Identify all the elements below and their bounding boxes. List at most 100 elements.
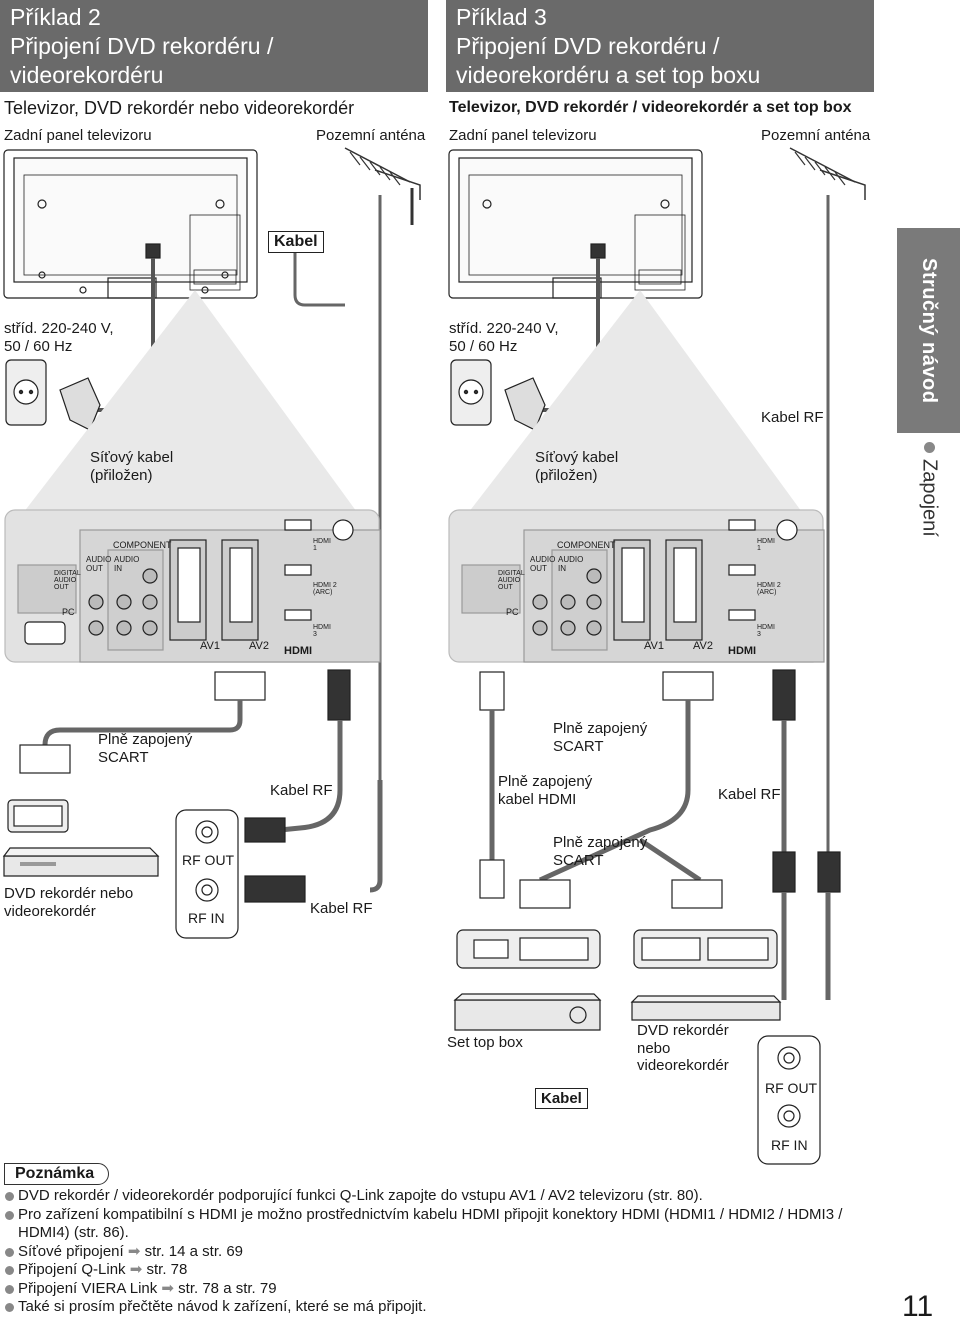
sidebar-tab-label: Stručný návod	[918, 257, 940, 404]
right-hdmi-cable	[479, 671, 505, 899]
right-scart-a-line1: Plně zapojený	[553, 720, 648, 737]
right-antenna	[789, 147, 866, 200]
set-top-box	[453, 993, 602, 1031]
notes-title: Poznámka	[4, 1163, 110, 1185]
right-digital-label: DIGITAL AUDIO OUT	[498, 570, 525, 591]
note-ref-page: str. 14 a str. 69	[144, 1242, 244, 1260]
left-device-line1: DVD rekordér nebo	[4, 885, 134, 902]
right-rf-cable-mid: Kabel RF	[718, 786, 781, 803]
right-power-plug	[450, 359, 546, 431]
left-av2-label: AV2	[249, 640, 269, 652]
note-item: Pro zařízení kompatibilní s HDMI je možn…	[4, 1206, 864, 1243]
right-heading-line3: videorekordéru a set top boxu	[456, 62, 761, 88]
left-power-line2: 50 / 60 Hz	[4, 338, 73, 355]
right-device-line3: videorekordér	[637, 1057, 729, 1074]
right-rf-in-label: RF IN	[771, 1137, 808, 1153]
note-ref-label: Připojení VIERA Link	[18, 1279, 158, 1297]
arrow-right-icon: ➡	[161, 1279, 174, 1297]
left-device-line2: videorekordér	[4, 903, 96, 920]
right-hdmi1-label: HDMI 1	[757, 538, 775, 552]
right-mains-line2: (přiložen)	[535, 467, 598, 484]
left-av1-label: AV1	[200, 640, 220, 652]
right-component-label: COMPONENT	[557, 540, 616, 550]
dvd-back-panel	[633, 929, 778, 969]
sidebar-section-label: Zapojení	[918, 459, 941, 537]
left-rf-cable	[244, 669, 351, 843]
right-device-line2: nebo	[637, 1040, 671, 1057]
right-mains-line1: Síťový kabel	[535, 449, 619, 466]
left-scart-line1: Plně zapojený	[98, 731, 193, 748]
left-rf-out-label: RF OUT	[182, 852, 235, 868]
left-dvd-recorder	[2, 847, 160, 877]
right-av2-label: AV2	[693, 640, 713, 652]
left-mains-line2: (přiložen)	[90, 467, 153, 484]
note-ref-item: Připojení VIERA Link ➡ str. 78 a str. 79	[4, 1280, 864, 1299]
arrow-right-icon: ➡	[127, 1242, 141, 1260]
sidebar-section: Zapojení	[914, 442, 944, 552]
right-heading-line2: Připojení DVD rekordéru /	[456, 33, 720, 59]
right-hdmi3-label: HDMI 3	[757, 624, 775, 638]
left-connector-panel	[4, 509, 381, 663]
note-ref-page: str. 78	[146, 1261, 188, 1278]
right-hdmi-line1: Plně zapojený	[498, 773, 593, 790]
right-power-line2: 50 / 60 Hz	[449, 338, 518, 355]
left-audio-out-label: AUDIO OUT	[86, 555, 112, 573]
right-rf-out-label: RF OUT	[765, 1080, 818, 1096]
note-item: Také si prosím přečtěte návod k zařízení…	[4, 1298, 864, 1317]
right-antenna-label: Pozemní anténa	[761, 127, 871, 144]
right-av1-label: AV1	[644, 640, 664, 652]
right-subtitle: Televizor, DVD rekordér / videorekordér …	[449, 99, 852, 116]
right-scart-a-line2: SCART	[553, 738, 604, 755]
note-item: DVD rekordér / videorekordér podporující…	[4, 1187, 864, 1206]
right-cable-label: Kabel	[535, 1088, 588, 1109]
right-audio-in-label: AUDIO IN	[558, 555, 584, 573]
right-rf-panel	[757, 1035, 821, 1165]
right-connector-panel	[448, 509, 825, 663]
left-subtitle: Televizor, DVD rekordér nebo videorekord…	[4, 98, 355, 118]
arrow-right-icon: ➡	[129, 1261, 143, 1278]
left-cable-label: Kabel	[268, 231, 324, 253]
right-tv-back	[448, 149, 703, 299]
left-rear-panel: Zadní panel televizoru	[4, 127, 152, 144]
note-ref-item: Připojení Q-Link ➡ str. 78	[4, 1261, 864, 1280]
left-heading-line1: Příklad 2	[10, 4, 101, 30]
right-scart-cable-b	[638, 837, 723, 909]
left-scart-cable	[7, 671, 266, 833]
right-rear-panel: Zadní panel televizoru	[449, 127, 597, 144]
left-rf-in-label: RF IN	[188, 910, 225, 926]
page-number: 11	[902, 1290, 934, 1323]
left-tv-back	[3, 149, 258, 299]
left-hdmi-logo: HDMI	[284, 645, 313, 657]
right-scart-b-line2: SCART	[553, 852, 604, 869]
sidebar-bullet-icon	[923, 442, 935, 453]
left-rf-cable-label1: Kabel RF	[270, 782, 333, 799]
right-hdmi2-label: HDMI 2 (ARC)	[757, 582, 781, 596]
left-heading-line3: videorekordéru	[10, 62, 164, 88]
left-pc-label: PC	[62, 607, 75, 617]
right-rf-cable-top: Kabel RF	[761, 409, 824, 426]
left-power-plug	[5, 359, 101, 431]
right-power-line1: stříd. 220-240 V,	[449, 320, 559, 337]
left-digital-label: DIGITAL AUDIO OUT	[54, 570, 81, 591]
note-ref-label: Síťové připojení	[18, 1242, 124, 1260]
left-antenna-label: Pozemní anténa	[316, 127, 426, 144]
right-pc-label: PC	[506, 607, 519, 617]
right-scart-cable-a	[519, 671, 714, 909]
stb-label: Set top box	[447, 1034, 523, 1051]
left-hdmi3-label: HDMI 3	[313, 624, 331, 638]
left-mains-line1: Síťový kabel	[90, 449, 174, 466]
right-device-line1: DVD rekordér	[637, 1022, 729, 1039]
left-heading: Příklad 2 Připojení DVD rekordéru / vide…	[0, 0, 428, 92]
right-rf-cable	[772, 669, 841, 1000]
note-ref-item: Síťové připojení ➡ str. 14 a str. 69	[4, 1243, 864, 1262]
note-ref-label: Připojení Q-Link	[18, 1261, 126, 1278]
right-heading: Příklad 3 Připojení DVD rekordéru / vide…	[446, 0, 874, 92]
notes-section: Poznámka	[4, 1163, 110, 1185]
right-heading-line1: Příklad 3	[456, 4, 547, 30]
right-hdmi-line2: kabel HDMI	[498, 791, 577, 808]
note-ref-page: str. 78 a str. 79	[178, 1279, 277, 1297]
left-power-line1: stříd. 220-240 V,	[4, 320, 114, 337]
right-audio-out-label: AUDIO OUT	[530, 555, 556, 573]
right-dvd-recorder	[630, 995, 782, 1021]
